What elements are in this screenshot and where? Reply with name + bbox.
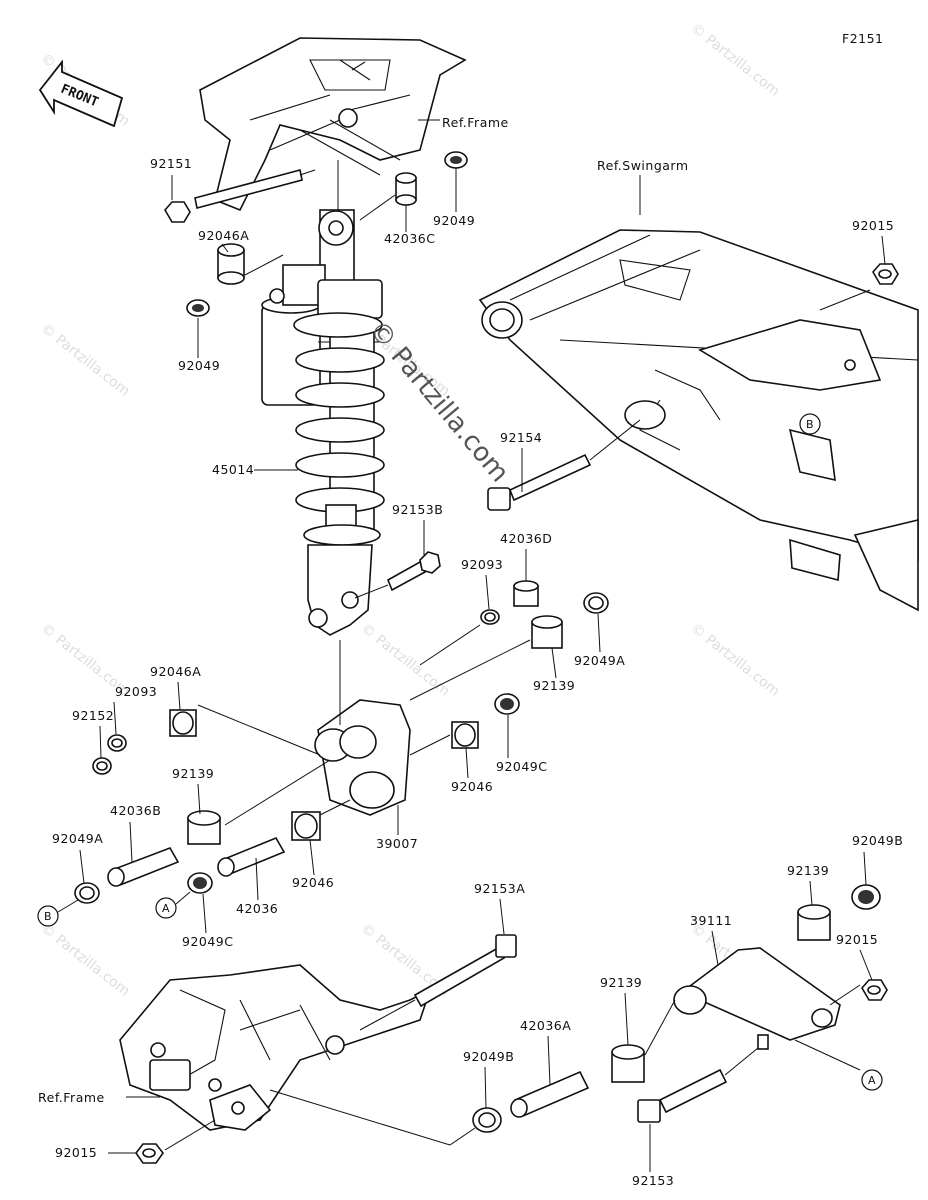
nut-92015-bottom (135, 1143, 164, 1164)
seal-92049-left (186, 299, 210, 317)
sleeve-92139-left (187, 810, 221, 845)
part-label: 92049 (433, 213, 475, 228)
frame-bottom (119, 964, 432, 1131)
seal-92049C-left (187, 872, 213, 894)
rocker-39007 (314, 699, 411, 816)
seal-92049A-left (74, 882, 100, 904)
part-label: 92015 (852, 218, 894, 233)
part-label: 92049B (463, 1049, 514, 1064)
svg-text:B: B (44, 910, 52, 923)
collar-42036 (217, 836, 286, 877)
frame-top (199, 37, 467, 212)
bolt-92153B (386, 551, 441, 592)
seal-92049A-right (583, 592, 609, 614)
shock-absorber (261, 209, 385, 636)
callout-a-right: A (861, 1069, 883, 1091)
part-label: 92046 (292, 875, 334, 890)
part-label: 92049 (178, 358, 220, 373)
seal-92049B-middle (472, 1107, 502, 1133)
watermark-tile: © Partzilla.com (688, 621, 783, 700)
callout-b-left: B (37, 899, 79, 927)
part-label: 92015 (55, 1145, 97, 1160)
part-label: 92049C (182, 934, 234, 949)
part-label: 92152 (72, 708, 114, 723)
ref-frame-top-label: Ref.Frame (442, 115, 509, 130)
bolt-92153A (413, 934, 517, 1008)
part-label: 92139 (172, 766, 214, 781)
ref-swingarm-label: Ref.Swingarm (597, 158, 689, 173)
collar-42036A (510, 1070, 590, 1118)
part-label: 42036D (500, 531, 552, 546)
part-label: 92139 (533, 678, 575, 693)
nut-92015-right (861, 979, 888, 1001)
part-label: 92139 (787, 863, 829, 878)
sleeve-92139-right (531, 615, 563, 649)
diagram-code: F2151 (842, 31, 884, 46)
part-label: 92093 (115, 684, 157, 699)
swingarm (478, 229, 919, 612)
watermark-tile: © Partzilla.com (38, 921, 133, 1000)
svg-text:A: A (162, 902, 170, 915)
spring-coils (293, 312, 385, 513)
bolt-92151 (164, 169, 303, 223)
part-label: 92049A (574, 653, 625, 668)
part-label: 92015 (836, 932, 878, 947)
seal-92049-top (444, 151, 468, 169)
callout-b-swingarm: B (799, 413, 821, 435)
watermark-main: © Partzilla.com (363, 315, 515, 488)
seal-92049C-right (494, 693, 520, 715)
washer-92093-left (107, 734, 127, 752)
part-label: 92093 (461, 557, 503, 572)
part-label: 92046A (150, 664, 201, 679)
part-label: 92153 (632, 1173, 674, 1188)
part-label: 92154 (500, 430, 542, 445)
bearing-92046-right (451, 721, 479, 749)
part-label: 92151 (150, 156, 192, 171)
part-label: 92046 (451, 779, 493, 794)
svg-text:B: B (806, 418, 814, 431)
part-label: 42036 (236, 901, 278, 916)
collar-42036C (395, 172, 417, 206)
tie-rod-39111 (673, 947, 841, 1050)
washer-92093-right (480, 609, 500, 625)
part-label: 39007 (376, 836, 418, 851)
bearing-92046A-left (169, 709, 197, 737)
collar-42036B (107, 847, 180, 887)
watermark-tile: © Partzilla.com (358, 621, 453, 700)
part-label: 92139 (600, 975, 642, 990)
svg-text:A: A (868, 1074, 876, 1087)
part-label: 39111 (690, 913, 732, 928)
seal-92049B-right (851, 884, 881, 910)
bolt-92154 (487, 453, 592, 511)
part-label: 92049C (496, 759, 548, 774)
watermark-tile: © Partzilla.com (38, 321, 133, 400)
bolt-92153 (637, 1068, 728, 1123)
part-label: 92046A (198, 228, 249, 243)
washer-92152 (92, 757, 112, 775)
bearing-92046-left (291, 811, 321, 841)
nut-92015-top (872, 263, 899, 285)
sleeve-92139-lower-left (611, 1044, 645, 1083)
sleeve-92139-lower-right (797, 904, 831, 941)
collar-42036D (513, 580, 539, 607)
part-label: 92049A (52, 831, 103, 846)
part-label: 42036A (520, 1018, 571, 1033)
part-label: 92153B (392, 502, 443, 517)
watermark-tile: © Partzilla.com (688, 21, 783, 100)
part-label: 45014 (212, 462, 254, 477)
part-label: 92153A (474, 881, 525, 896)
callout-a-left: A (155, 891, 191, 919)
part-label: 42036B (110, 803, 161, 818)
part-labels: Ref.Frame Ref.Swingarm 92151 92046A 9204… (38, 115, 903, 1188)
ref-frame-bottom-label: Ref.Frame (38, 1090, 105, 1105)
part-label: 42036C (384, 231, 436, 246)
part-label: 92049B (852, 833, 903, 848)
bearing-92046A-top (217, 243, 245, 285)
front-arrow-icon: FRONT (38, 59, 124, 128)
